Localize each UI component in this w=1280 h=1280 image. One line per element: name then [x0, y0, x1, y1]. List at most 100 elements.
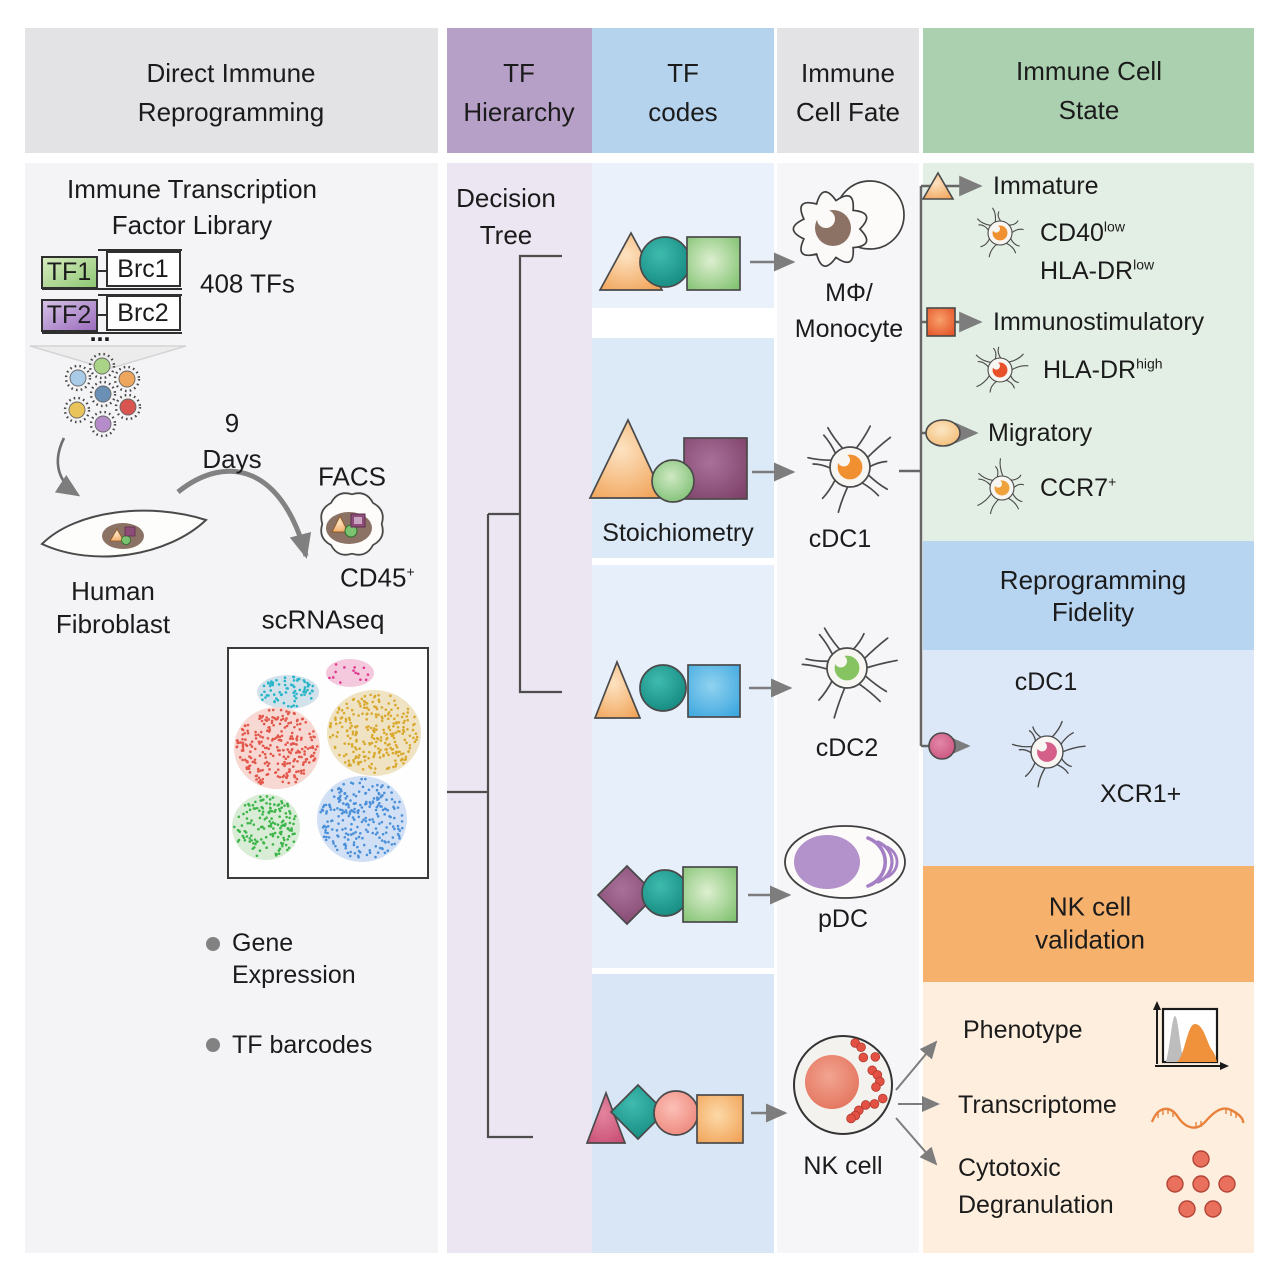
ccr7-label: CCR7+ — [1040, 473, 1117, 502]
flow-histogram-icon — [1153, 1001, 1229, 1070]
triangle-icon — [588, 418, 666, 499]
immature-dc-icon — [976, 207, 1024, 258]
col5-header-band — [923, 28, 1254, 153]
circle-icon — [641, 869, 689, 917]
col2-header: TF Hierarchy — [463, 58, 575, 127]
stoichiometry-label: Stoichiometry — [602, 519, 754, 547]
transcriptome-label: Transcriptome — [958, 1091, 1117, 1119]
library-title: Immune Transcription Factor Library — [67, 174, 317, 240]
cytotoxic-label: Cytotoxic Degranulation — [958, 1154, 1114, 1219]
fate-cdc2-label: cDC2 — [815, 734, 879, 762]
col4-header: Immune Cell Fate — [795, 58, 901, 127]
tf-code-mono — [598, 231, 741, 291]
xcr1-label: XCR1+ — [1100, 780, 1182, 808]
tf-code-nk — [585, 1083, 744, 1144]
col1-header-band — [25, 28, 438, 153]
facs-cell-icon — [320, 492, 384, 556]
hladr-high-label: HLA-DRhigh — [1043, 355, 1163, 384]
brc1-box-icon — [106, 251, 181, 287]
lentivirus-library-icon — [63, 352, 142, 438]
cell-state-bracket — [899, 175, 983, 757]
brc2-label: Brc2 — [117, 299, 169, 327]
square-icon — [686, 236, 741, 291]
fibroblast-icon — [40, 509, 208, 558]
immature-label: Immature — [993, 172, 1099, 200]
immunostimulatory-square-icon — [926, 307, 956, 337]
circle-icon — [639, 236, 691, 288]
col5-panel-cell-state — [923, 163, 1254, 541]
rna-icon — [1150, 1107, 1245, 1129]
decision-tree-label: Decision Tree — [456, 183, 556, 250]
hladr-low-label: HLA-DRlow — [1040, 256, 1155, 285]
tf1-box-icon — [41, 256, 98, 289]
fate-nk-label: NK cell — [803, 1152, 883, 1180]
tf-code-cdc1 — [588, 418, 748, 503]
cdc1-cell-icon — [807, 425, 892, 514]
tf-square-icon — [124, 526, 136, 537]
circle-icon — [653, 1090, 699, 1136]
col2-header-band — [447, 28, 592, 153]
migratory-label: Migratory — [988, 419, 1093, 447]
col4-header-band — [777, 28, 919, 153]
decision-tree-dendrogram — [447, 254, 562, 1139]
col5-band-fidelity — [923, 541, 1254, 650]
nine-days-arrow — [176, 468, 312, 559]
square-icon — [683, 437, 748, 500]
immature-triangle-icon — [921, 171, 955, 200]
scrnaseq-label: scRNAseq — [261, 604, 385, 635]
pdc-cell-icon — [784, 825, 906, 899]
circle-icon — [639, 664, 687, 712]
granule-dots-icon — [1166, 1150, 1236, 1218]
square-icon — [687, 664, 741, 718]
cdc2-cell-icon — [801, 627, 898, 719]
fate-cdc1-label: cDC1 — [808, 525, 872, 553]
tf-triangle-icon — [331, 514, 349, 533]
triangle-icon — [585, 1090, 627, 1144]
col3-header-band — [592, 28, 774, 153]
days-label: 9 Days — [202, 408, 262, 474]
circle-icon — [651, 459, 695, 503]
square-icon — [696, 1094, 744, 1144]
immunostimulatory-dc-icon — [975, 346, 1029, 393]
fate-pdc-label: pDC — [817, 905, 869, 933]
funnel-icon — [29, 345, 187, 370]
tf-code-cdc2 — [593, 659, 741, 719]
tf-count-label: 408 TFs — [200, 268, 295, 299]
brc1-label: Brc1 — [117, 255, 169, 283]
migratory-dc-icon — [977, 458, 1024, 515]
col5-header: Immune Cell State — [1016, 56, 1162, 125]
col1-header: Direct Immune Reprogramming — [137, 58, 325, 127]
tf-construct-diagram — [41, 249, 182, 334]
brc2-box-icon — [106, 295, 181, 331]
fibroblast-label: Human Fibroblast — [55, 576, 171, 639]
tf1-label: TF1 — [46, 258, 92, 286]
col3-header: TF codes — [648, 58, 718, 127]
xcr1-circle-icon — [928, 732, 956, 760]
immunostimulatory-label: Immunostimulatory — [993, 308, 1205, 336]
nk-validation-band-label: NK cell validation — [1035, 891, 1145, 955]
virus-to-fibroblast-arrow — [54, 437, 81, 497]
nk-cell-icon — [793, 1035, 893, 1135]
xcr1-dc-icon — [1011, 720, 1086, 788]
cd45-label: CD45+ — [340, 562, 415, 593]
triangle-icon — [593, 659, 642, 719]
bullet-icon — [206, 937, 220, 951]
migratory-circle-icon — [925, 419, 961, 447]
gene-expression-label: Gene Expression — [232, 929, 356, 989]
tf-triangle-icon — [109, 528, 125, 542]
tf-circle-icon — [121, 535, 131, 545]
nk-validation-fan — [895, 1040, 940, 1166]
col5-panel-fidelity — [923, 650, 1254, 866]
macrophage-icon — [792, 180, 905, 267]
tf2-box-icon — [41, 299, 98, 332]
phenotype-label: Phenotype — [963, 1016, 1083, 1044]
tf-code-pdc — [596, 864, 738, 926]
bullet-icon — [206, 1038, 220, 1052]
state-cdc1-label: cDC1 — [1014, 668, 1078, 696]
facs-label: FACS — [318, 461, 386, 492]
cd40-label: CD40low — [1040, 218, 1125, 247]
fate-mono-label: MΦ/ Monocyte — [794, 279, 904, 343]
umap-clusters — [232, 659, 421, 862]
